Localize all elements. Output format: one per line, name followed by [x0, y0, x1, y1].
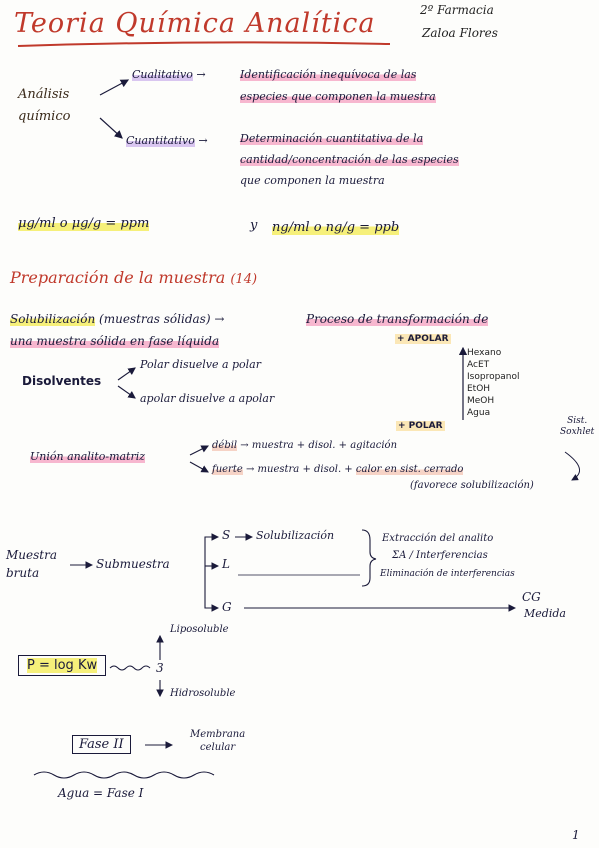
cuantitativo-label: Cuantitativo →	[126, 134, 208, 147]
union-debil: débil → muestra + disol. + agitación	[212, 440, 398, 451]
cg-label: CG	[522, 590, 541, 604]
proceso-line-2: una muestra sólida en fase líquida	[10, 334, 220, 348]
cualitativo-desc: Identificación inequívoca de las	[240, 68, 417, 81]
apolar-tag: + APOLAR	[395, 334, 451, 344]
soxhlet-note: Sist.Soxhlet	[560, 416, 595, 437]
course-label: 2º Farmacia	[420, 3, 494, 17]
disolventes-label: Disolventes	[22, 374, 102, 388]
union-fuerte: fuerte → muestra + disol. + calor en sis…	[212, 464, 464, 475]
cuantitativo-desc-2: cantidad/concentración de las especies	[240, 153, 459, 166]
cuantitativo-desc: Determinación cuantitativa de la	[240, 132, 424, 145]
liposoluble-label: Liposoluble	[170, 624, 229, 635]
phase-l: L	[222, 557, 230, 571]
solubilizacion-line: Solubilización (muestras sólidas) →	[10, 312, 225, 326]
units-y: y	[250, 218, 258, 233]
cualitativo-desc-2: especies que componen la muestra	[240, 90, 436, 103]
eliminacion-label: Eliminación de interferencias	[380, 569, 515, 579]
solvent-item: EtOH	[467, 384, 491, 394]
partition-value: 3	[156, 661, 164, 675]
units-ppm: μg/ml o μg/g = ppm	[18, 216, 150, 231]
apolar-rule: apolar disuelve a apolar	[140, 392, 275, 405]
solvent-list: Hexano AcET Isopropanol EtOH MeOH Agua	[467, 347, 537, 419]
phase-g: G	[222, 600, 232, 614]
solubilizacion-step: Solubilización	[256, 529, 335, 542]
submuestra-label: Submuestra	[96, 557, 170, 571]
page-number: 1	[572, 828, 580, 842]
phase-s: S	[222, 528, 231, 542]
p-box: P = log Kw	[18, 655, 107, 676]
analisis-root: Análisis químico	[18, 87, 71, 124]
cualitativo-label: Cualitativo →	[132, 68, 206, 81]
union-label: Unión analito-matriz	[30, 450, 146, 463]
interferencias-label: ΣA / Interferencias	[392, 550, 488, 561]
proceso-line-1: Proceso de transformación de	[306, 312, 489, 326]
hidrosoluble-label: Hidrosoluble	[170, 688, 236, 699]
units-ppb: ng/ml o ng/g = ppb	[272, 220, 400, 235]
medida-label: Medida	[524, 607, 566, 620]
agua-fase1: Agua = Fase I	[58, 786, 144, 800]
fase2-box: Fase II	[72, 735, 131, 754]
cuantitativo-desc-3: que componen la muestra	[240, 174, 385, 187]
solvent-item: Hexano	[467, 348, 502, 358]
solvent-item: MeOH	[467, 396, 495, 406]
polar-tag: + POLAR	[396, 421, 445, 431]
extraccion-label: Extracción del analito	[382, 533, 494, 544]
solvent-item: AcET	[467, 360, 490, 370]
author-label: Zaloa Flores	[422, 26, 498, 40]
favorece-note: (favorece solubilización)	[410, 480, 534, 491]
solvent-item: Isopropanol	[467, 372, 520, 382]
solvent-item: Agua	[467, 408, 491, 418]
polar-rule: Polar disuelve a polar	[140, 358, 261, 371]
page-title: Teoria Química Analítica	[14, 8, 376, 39]
section-heading: Preparación de la muestra (14)	[10, 268, 258, 287]
